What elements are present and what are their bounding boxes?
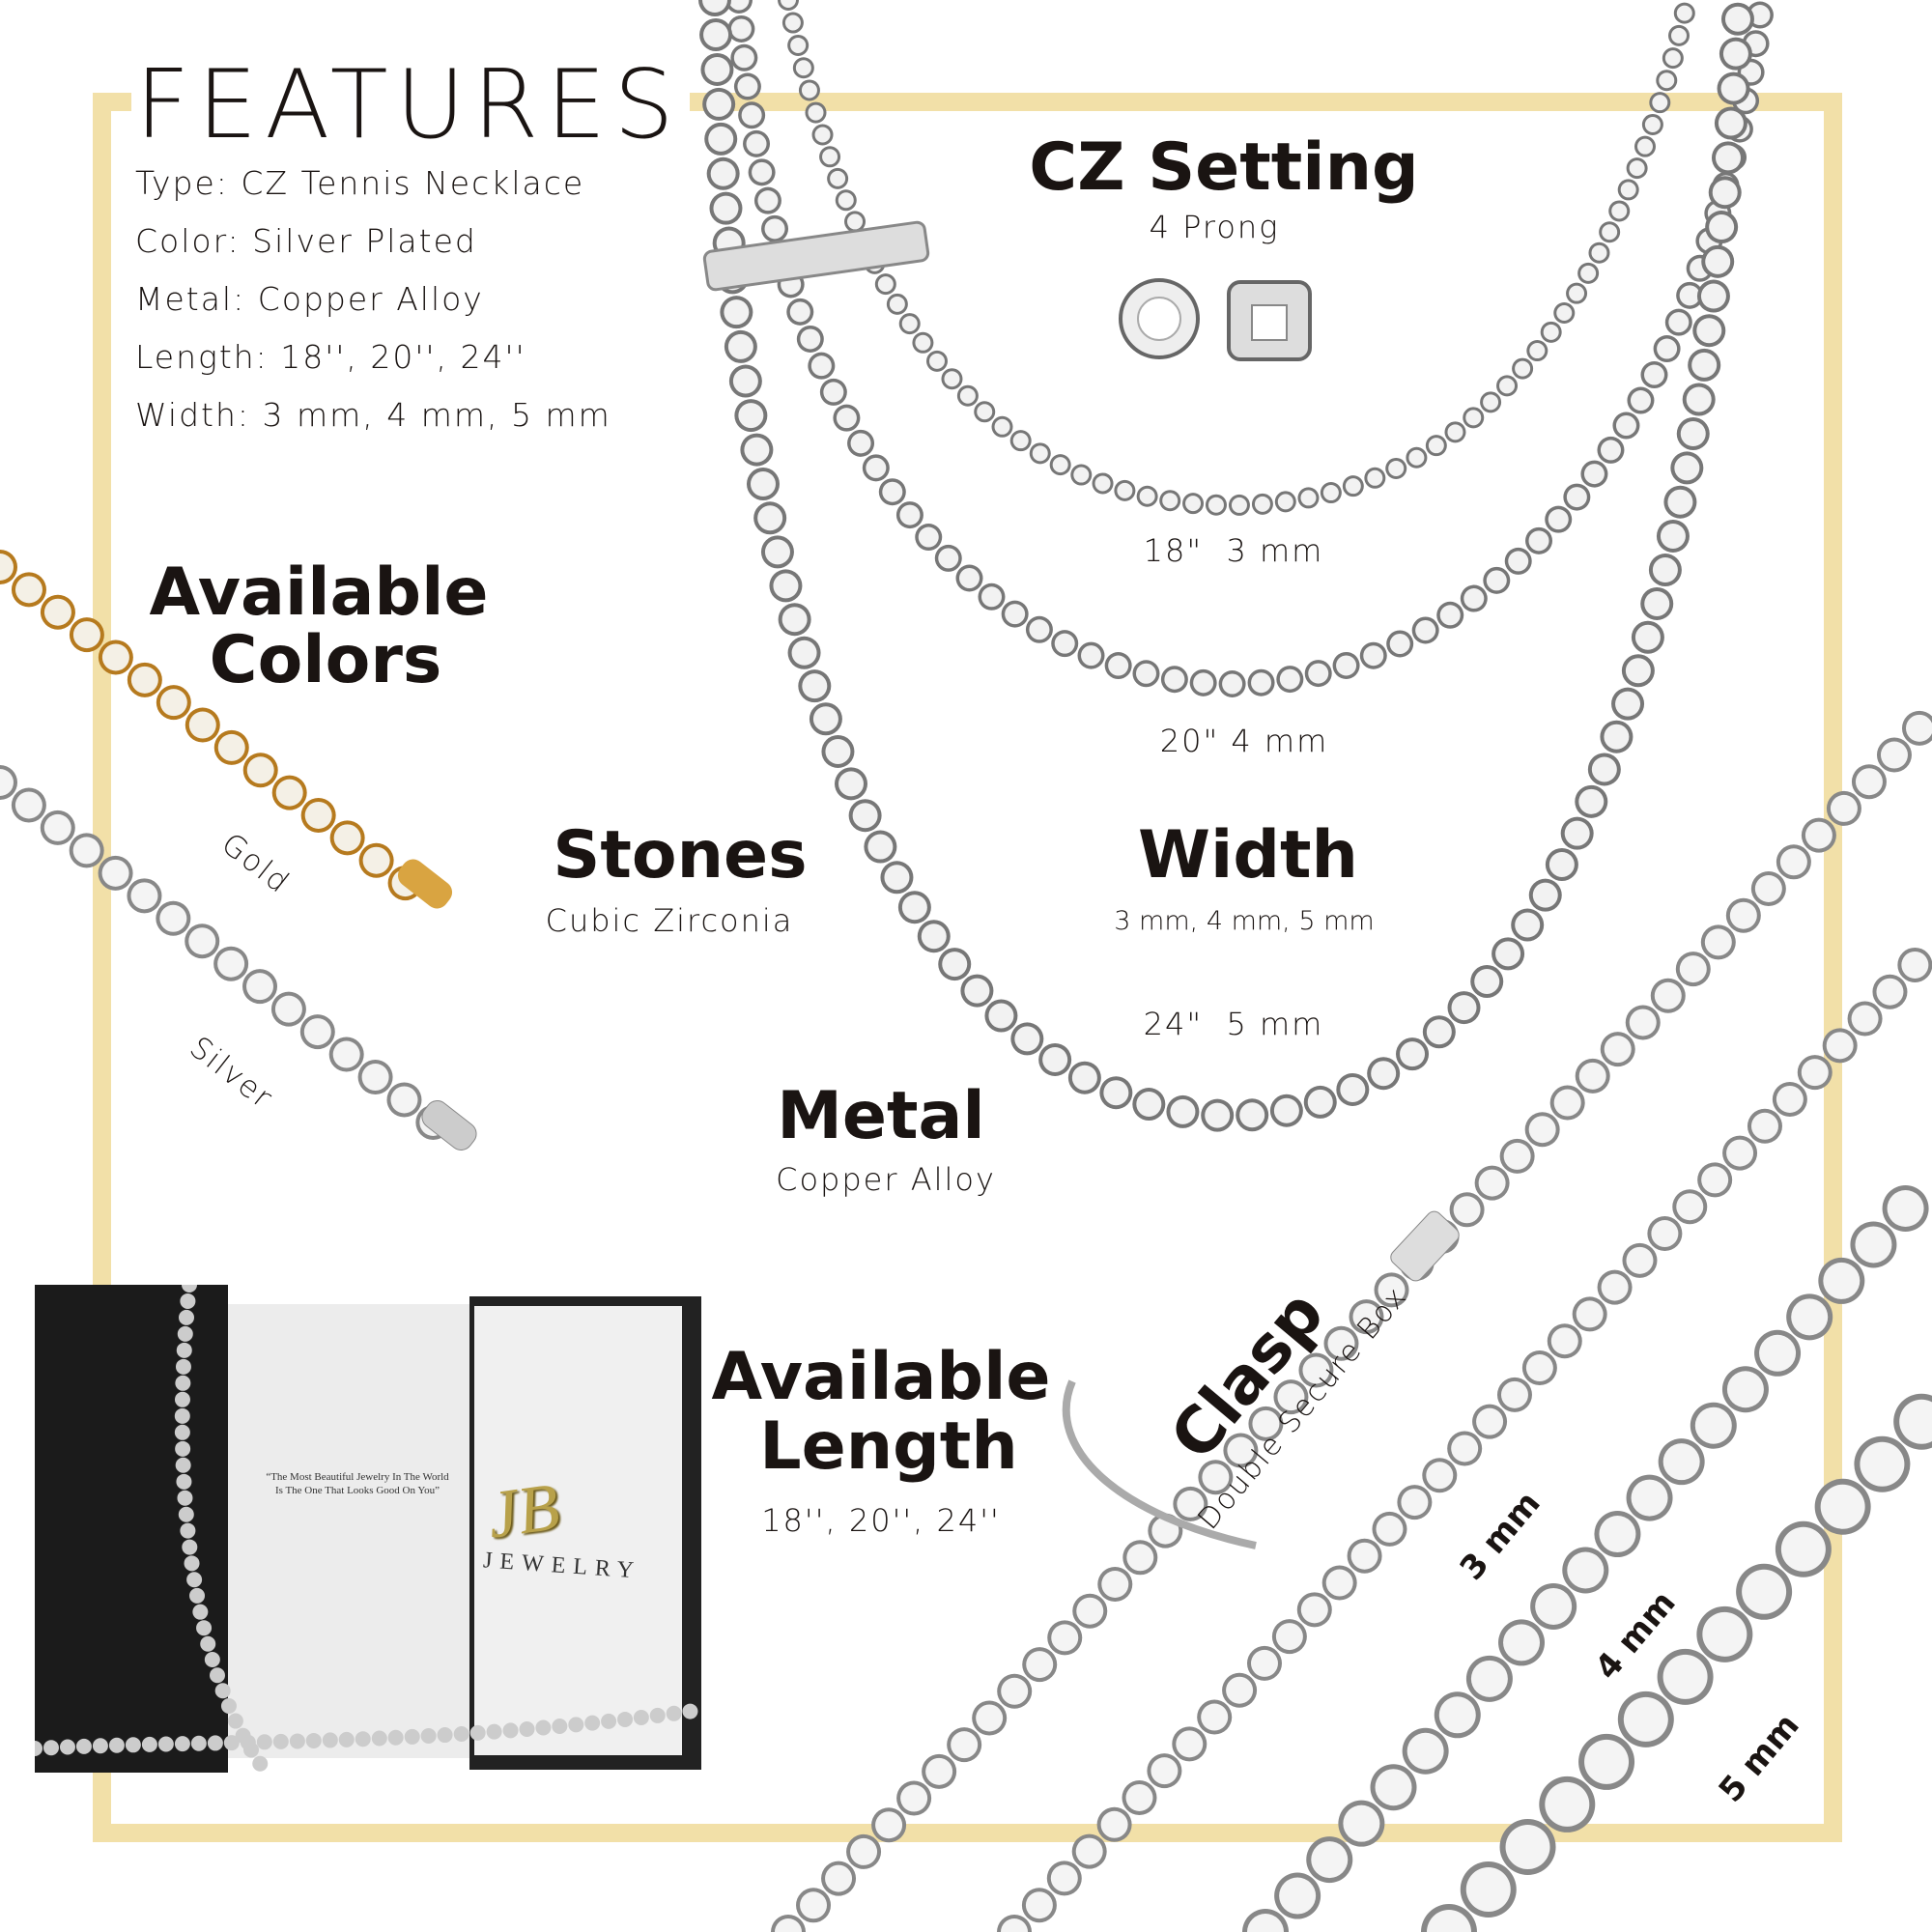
necklace-24-inch [698,0,1755,1133]
spec-length: Length: 18'', 20'', 24'' [135,338,526,376]
available-colors-title-1: Available [149,554,489,631]
necklace-20-inch [725,0,1776,698]
stones-title: Stones [553,817,808,894]
spec-metal: Metal: Copper Alloy [135,280,484,318]
label-18-inch: 18" 3 mm [1143,532,1324,569]
gold-bracelet [0,550,453,916]
clasp-bracelet [771,697,1932,1932]
label-24-inch: 24" 5 mm [1143,1006,1324,1042]
spec-width: Width: 3 mm, 4 mm, 5 mm [135,396,611,434]
available-length-subtitle: 18'', 20'', 24'' [761,1502,1001,1539]
stones-subtitle: Cubic Zirconia [545,902,794,939]
features-title: FEATURES [131,50,690,160]
prong-setting-top-icon [1119,278,1200,359]
bracelet-3mm [997,929,1932,1932]
necklace-clasp [702,220,930,292]
prong-setting-side-icon [1227,280,1312,361]
available-colors-title-2: Colors [209,622,442,698]
spec-color: Color: Silver Plated [135,222,477,260]
metal-title: Metal [777,1078,985,1154]
gift-box [35,1285,701,1773]
cz-setting-title: CZ Setting [1029,129,1419,206]
width-title: Width [1138,817,1358,894]
silver-bracelet [0,765,477,1152]
available-length-title-2: Length [759,1408,1018,1485]
box-quote: “The Most Beautiful Jewelry In The World… [266,1471,449,1497]
necklace-18-inch [778,0,1698,517]
spec-type: Type: CZ Tennis Necklace [135,164,585,202]
metal-subtitle: Copper Alloy [776,1161,996,1198]
label-20-inch: 20" 4 mm [1159,723,1329,759]
width-subtitle: 3 mm, 4 mm, 5 mm [1114,906,1375,936]
cz-setting-subtitle: 4 Prong [1149,209,1280,245]
jb-logo: JB [482,1469,564,1553]
bracelet-5mm [1421,1382,1932,1932]
bracelet-4mm [1242,1155,1932,1932]
available-length-title-1: Available [711,1339,1051,1415]
